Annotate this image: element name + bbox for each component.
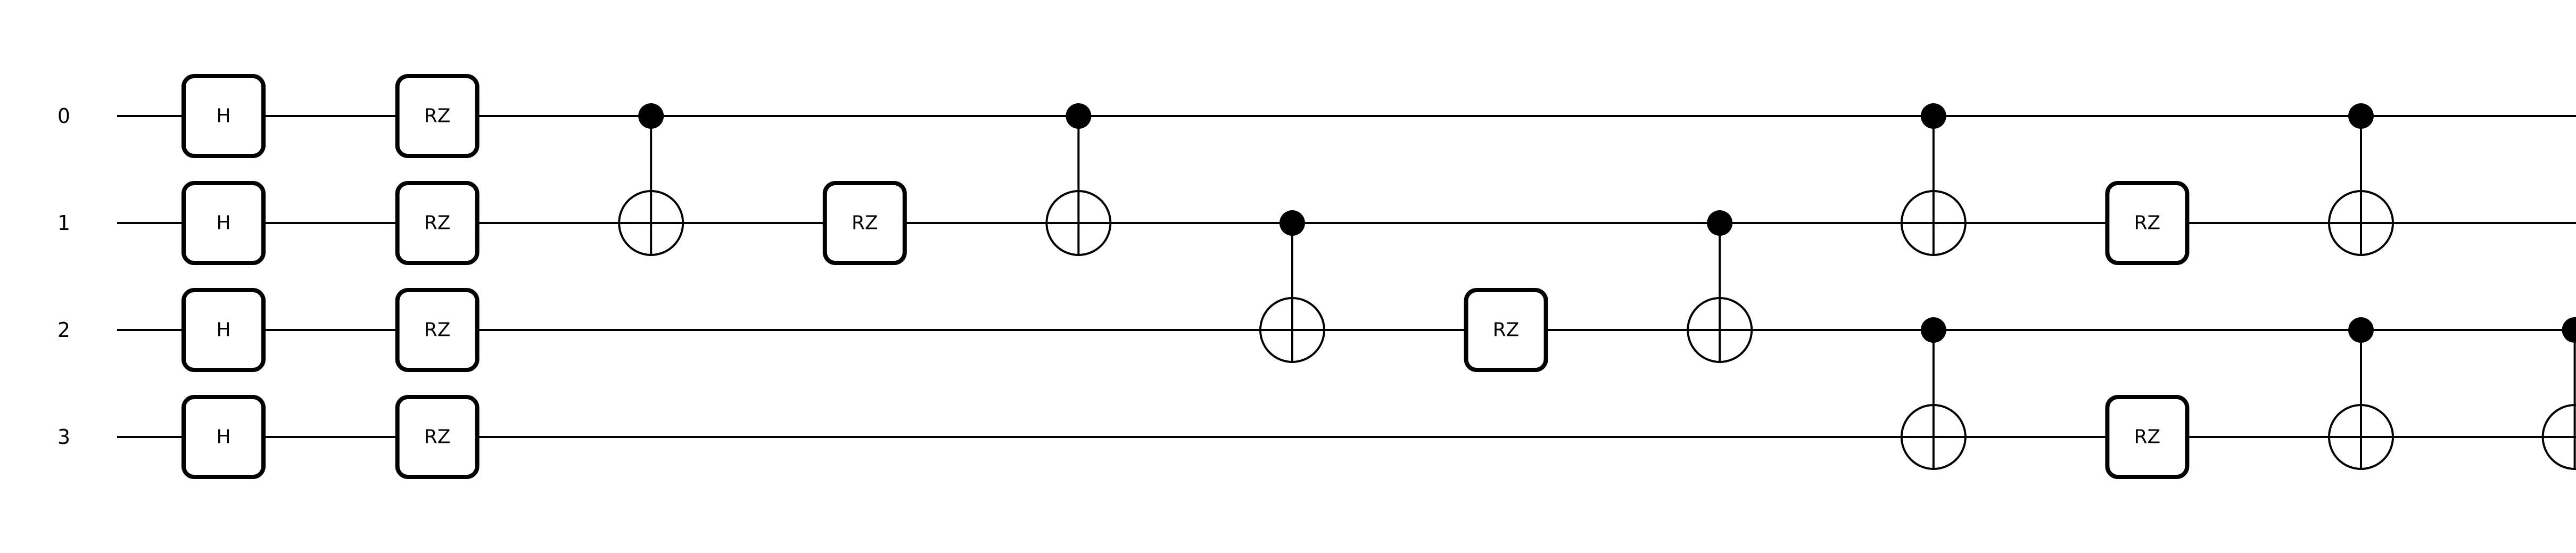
gate-label: RZ xyxy=(1493,319,1520,341)
cnot-control-dot xyxy=(1920,103,1946,129)
gate-box xyxy=(822,181,907,265)
qubit-label-0: 0 xyxy=(57,104,70,128)
rz-gate: RZ xyxy=(395,395,480,479)
cnot-control-dot xyxy=(1920,317,1946,343)
cnot-gate xyxy=(1900,103,1967,256)
gate-label: RZ xyxy=(2134,426,2161,448)
cnot-control-dot xyxy=(1707,210,1733,236)
rz-gate: RZ xyxy=(2105,395,2190,479)
gate-label: H xyxy=(216,426,230,448)
gate-box xyxy=(395,74,480,158)
gate-label: RZ xyxy=(424,319,451,341)
gate-label: RZ xyxy=(424,426,451,448)
cnot-gate xyxy=(2541,317,2576,470)
qubit-label-2: 2 xyxy=(57,318,70,342)
gate-box xyxy=(2105,395,2190,479)
cnot-control-dot xyxy=(1279,210,1305,236)
gate-label: H xyxy=(216,212,230,234)
gates-layer: HHHHRZRZRZRZRZRZRZRZRZRZRYRZRYRYRY xyxy=(181,74,2576,479)
cnot-control-dot xyxy=(638,103,664,129)
cnot-gate xyxy=(1900,317,1967,470)
gate-box xyxy=(181,288,266,372)
qubit-labels-layer: 0 1 2 3 xyxy=(57,104,70,449)
gate-label: RZ xyxy=(852,212,878,234)
cnot-control-dot xyxy=(2562,317,2576,343)
gate-label: RZ xyxy=(2134,212,2161,234)
h-gate: H xyxy=(181,395,266,479)
gate-box xyxy=(1464,288,1548,372)
rz-gate: RZ xyxy=(395,181,480,265)
cnot-gate xyxy=(1687,210,1753,363)
gate-box xyxy=(395,181,480,265)
gate-box xyxy=(395,395,480,479)
cnot-control-dot xyxy=(1066,103,1092,129)
h-gate: H xyxy=(181,181,266,265)
cnot-gate xyxy=(618,103,684,256)
gate-box xyxy=(181,74,266,158)
h-gate: H xyxy=(181,74,266,158)
cnot-control-dot xyxy=(2348,103,2374,129)
cnot-control-dot xyxy=(2348,317,2374,343)
gate-box xyxy=(181,395,266,479)
gate-label: RZ xyxy=(424,212,451,234)
gate-box xyxy=(181,181,266,265)
cnot-gate xyxy=(2328,317,2394,470)
wires-layer xyxy=(117,115,2576,438)
h-gate: H xyxy=(181,288,266,372)
rz-gate: RZ xyxy=(395,74,480,158)
cnot-gate xyxy=(1259,210,1325,363)
rz-gate: RZ xyxy=(395,288,480,372)
gate-label: H xyxy=(216,105,230,127)
qubit-label-1: 1 xyxy=(57,211,70,235)
rz-gate: RZ xyxy=(822,181,907,265)
cnot-gate xyxy=(1045,103,1112,256)
rz-gate: RZ xyxy=(2105,181,2190,265)
gate-box xyxy=(2105,181,2190,265)
qubit-label-3: 3 xyxy=(57,425,70,449)
rz-gate: RZ xyxy=(1464,288,1548,372)
gate-box xyxy=(395,288,480,372)
gate-label: RZ xyxy=(424,105,451,127)
cnot-gate xyxy=(2328,103,2394,256)
gate-label: H xyxy=(216,319,230,341)
